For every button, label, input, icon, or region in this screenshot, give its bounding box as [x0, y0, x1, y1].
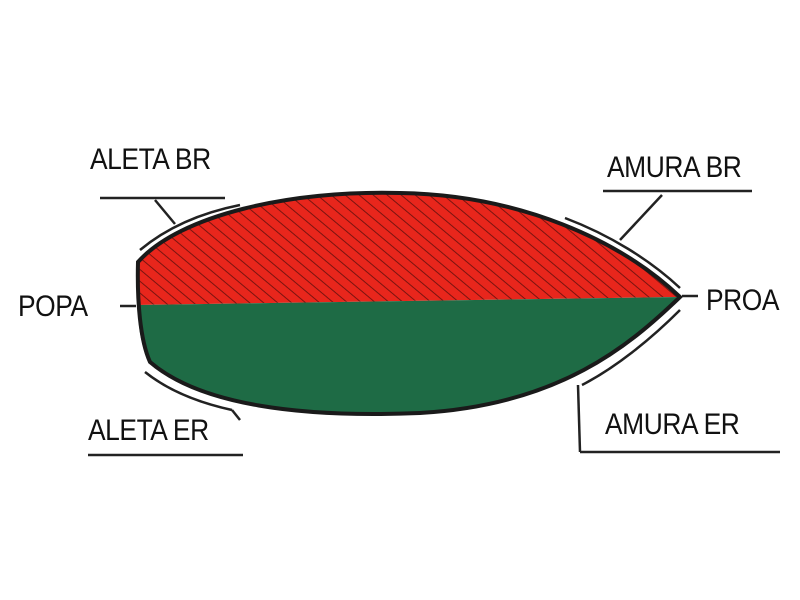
hull-port-red — [138, 192, 680, 305]
label-aleta-br: ALETA BR — [90, 143, 211, 176]
hull-starboard-green — [138, 297, 680, 415]
label-proa: PROA — [706, 284, 780, 317]
label-amura-br: AMURA BR — [607, 151, 742, 184]
label-amura-er: AMURA ER — [605, 408, 740, 441]
hull-outline — [135, 190, 683, 416]
label-popa: POPA — [18, 290, 88, 323]
aleta-er-arc — [144, 371, 233, 412]
amura-br-arc — [564, 216, 681, 289]
aleta-br-arc — [139, 203, 241, 251]
amura-er-arc — [581, 309, 681, 387]
label-aleta-er: ALETA ER — [88, 414, 209, 447]
